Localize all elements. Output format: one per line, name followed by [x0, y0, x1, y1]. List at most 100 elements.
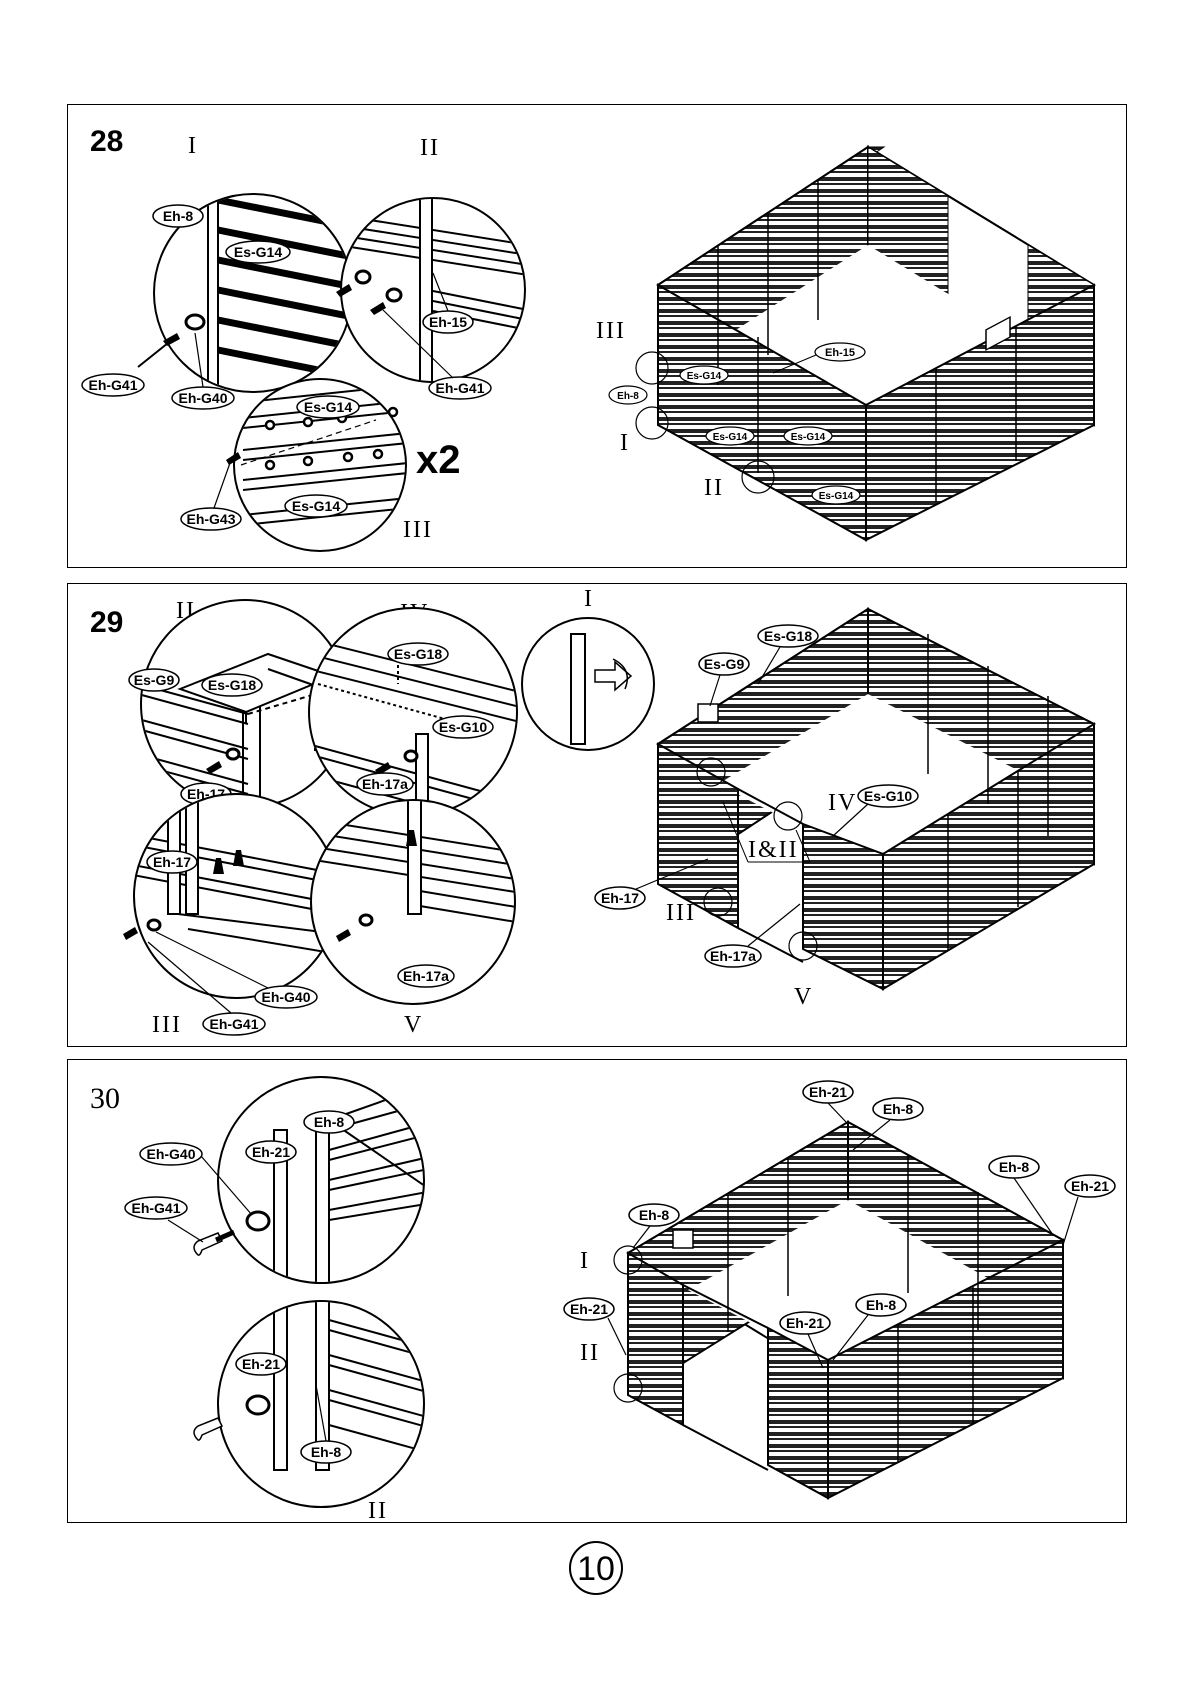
svg-text:Eh-17a: Eh-17a [710, 948, 756, 964]
view-label: III [666, 900, 696, 926]
page-number-badge: 10 [569, 1541, 623, 1595]
part-label: Eh-15 [814, 342, 866, 362]
svg-text:Eh-8: Eh-8 [883, 1101, 914, 1117]
part-label: Eh-17a [704, 944, 762, 968]
svg-text:Eh-15: Eh-15 [429, 314, 467, 330]
svg-text:Es-G14: Es-G14 [687, 371, 722, 382]
view-label: II [420, 135, 440, 161]
svg-text:Es-G14: Es-G14 [791, 432, 826, 443]
part-label: Eh-8 [872, 1097, 924, 1121]
shed-assembly-drawing [626, 1120, 1066, 1500]
part-label: Eh-8 [855, 1293, 907, 1317]
view-label: V [794, 984, 813, 1010]
svg-text:Eh-17: Eh-17 [601, 890, 639, 906]
svg-text:Es-G14: Es-G14 [234, 244, 282, 260]
svg-text:Eh-G43: Eh-G43 [186, 511, 235, 527]
step-28-panel: 28 I II Eh-8 Es-G14 Eh-G41 [67, 104, 1127, 568]
view-label: II [368, 1498, 388, 1522]
svg-text:Eh-21: Eh-21 [1071, 1178, 1109, 1194]
svg-text:Eh-G40: Eh-G40 [261, 989, 310, 1005]
page-number: 10 [577, 1550, 615, 1588]
svg-text:Es-G10: Es-G10 [864, 788, 912, 804]
svg-text:Eh-8: Eh-8 [311, 1444, 342, 1460]
part-label: Es-G14 [811, 485, 861, 505]
part-label: Eh-21 [245, 1140, 297, 1164]
svg-text:Eh-17a: Eh-17a [403, 968, 449, 984]
part-label: Es-G10 [432, 715, 494, 739]
shed-assembly-drawing [656, 145, 1097, 542]
svg-text:Es-G10: Es-G10 [439, 719, 487, 735]
part-label: Eh-G40 [254, 985, 318, 1009]
svg-text:Eh-8: Eh-8 [617, 391, 639, 402]
detail-i [521, 617, 655, 751]
part-label: Es-G9 [128, 668, 180, 692]
detail-v [310, 799, 516, 1005]
part-label: Eh-G40 [139, 1142, 203, 1166]
step-number: 30 [90, 1082, 120, 1115]
svg-text:Eh-8: Eh-8 [866, 1297, 897, 1313]
svg-text:Eh-21: Eh-21 [242, 1356, 280, 1372]
step-29-panel: 29 II IV I Es-G9 Es-G18 [67, 583, 1127, 1047]
svg-text:Eh-17a: Eh-17a [362, 776, 408, 792]
step-number: 29 [90, 606, 123, 639]
part-label: Eh-8 [303, 1110, 355, 1134]
view-label: I [620, 430, 630, 456]
view-label: III [152, 1012, 182, 1038]
part-label: Es-G10 [857, 784, 919, 808]
svg-text:Eh-21: Eh-21 [809, 1084, 847, 1100]
part-label: Eh-21 [235, 1352, 287, 1376]
part-label: Eh-G41 [202, 1012, 266, 1036]
view-label: I [188, 133, 198, 159]
part-label: Es-G14 [225, 240, 291, 264]
part-label: Eh-21 [563, 1297, 615, 1321]
detail-iii [123, 793, 339, 999]
part-label: Eh-G41 [428, 376, 492, 400]
part-label: Es-G18 [757, 624, 819, 648]
svg-text:Eh-G41: Eh-G41 [209, 1016, 258, 1032]
part-label: Eh-8 [300, 1440, 352, 1464]
step-30-illustration: 30 Eh-8 Eh-21 Eh-G40 [90, 1076, 1116, 1522]
view-label: I [584, 586, 594, 612]
detail-ii [336, 197, 526, 383]
part-label: Es-G18 [201, 673, 263, 697]
svg-text:Es-G9: Es-G9 [704, 656, 745, 672]
part-label: Eh-21 [779, 1311, 831, 1335]
svg-text:Es-G9: Es-G9 [134, 672, 175, 688]
svg-text:Eh-G41: Eh-G41 [131, 1200, 180, 1216]
svg-text:Es-G18: Es-G18 [394, 646, 442, 662]
svg-text:Eh-21: Eh-21 [252, 1144, 290, 1160]
svg-text:Eh-17: Eh-17 [153, 854, 191, 870]
part-label: Eh-21 [1064, 1174, 1116, 1198]
svg-text:Eh-G41: Eh-G41 [435, 380, 484, 396]
svg-text:Eh-G41: Eh-G41 [88, 377, 137, 393]
part-label: Eh-G43 [180, 507, 242, 531]
svg-text:Eh-G40: Eh-G40 [146, 1146, 195, 1162]
svg-text:Es-G18: Es-G18 [208, 677, 256, 693]
part-label: Es-G14 [783, 426, 833, 446]
part-label: Eh-8 [608, 385, 648, 405]
view-label: IV [828, 790, 857, 816]
step-30-panel: 30 Eh-8 Eh-21 Eh-G40 [67, 1059, 1127, 1523]
part-label: Es-G14 [296, 395, 360, 419]
svg-text:Eh-15: Eh-15 [825, 347, 855, 359]
detail-ii [193, 1300, 425, 1508]
svg-text:Eh-8: Eh-8 [999, 1159, 1030, 1175]
part-label: Es-G9 [698, 652, 750, 676]
svg-text:Eh-21: Eh-21 [570, 1301, 608, 1317]
part-label: Es-G14 [705, 426, 755, 446]
step-29-illustration: 29 II IV I Es-G9 Es-G18 [90, 586, 1097, 1038]
view-label: II [704, 475, 724, 501]
part-label: Eh-15 [422, 310, 474, 334]
part-label: Eh-17a [356, 772, 414, 796]
part-label: Eh-17 [594, 886, 646, 910]
shed-assembly-drawing [655, 607, 1097, 991]
svg-text:Es-G14: Es-G14 [819, 491, 854, 502]
part-label: Eh-G41 [81, 373, 145, 397]
step-number: 28 [90, 125, 123, 158]
svg-text:Es-G14: Es-G14 [304, 399, 352, 415]
view-label: III [403, 517, 433, 543]
svg-text:Eh-8: Eh-8 [639, 1207, 670, 1223]
view-label: II [580, 1340, 600, 1366]
svg-text:Eh-G40: Eh-G40 [178, 390, 227, 406]
step-28-illustration: 28 I II Eh-8 Es-G14 Eh-G41 [81, 125, 1097, 552]
